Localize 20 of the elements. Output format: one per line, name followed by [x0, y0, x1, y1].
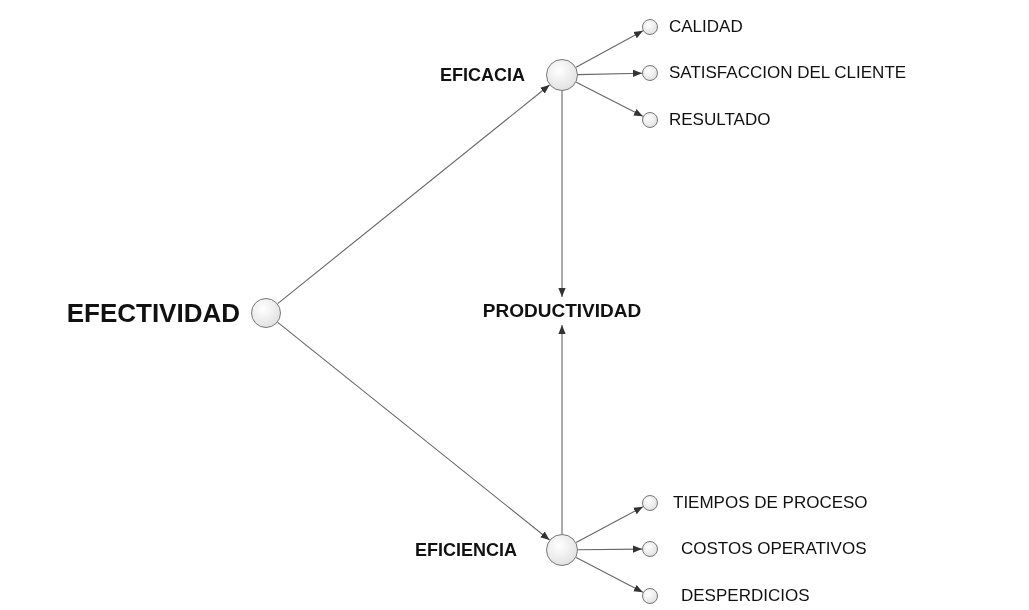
arrow	[277, 321, 551, 541]
arrow	[575, 81, 644, 117]
node-label: TIEMPOS DE PROCESO	[673, 493, 868, 513]
arrow	[577, 69, 643, 77]
arrow	[277, 84, 551, 305]
arrow	[575, 556, 644, 593]
arrow	[575, 506, 644, 543]
node-label: SATISFACCION DEL CLIENTE	[669, 63, 907, 83]
node-label: PRODUCTIVIDAD	[452, 297, 672, 325]
node-label: EFICACIA	[440, 64, 525, 86]
node-label: DESPERDICIOS	[681, 586, 810, 606]
arrow	[558, 324, 566, 535]
node-label: CALIDAD	[669, 17, 743, 37]
arrow	[558, 90, 566, 298]
arrow	[575, 30, 644, 68]
node-label: COSTOS OPERATIVOS	[681, 539, 867, 559]
node-label: RESULTADO	[669, 110, 771, 130]
node-label: EFICIENCIA	[415, 539, 517, 561]
arrow	[577, 545, 643, 553]
node-label: EFECTIVIDAD	[66, 297, 240, 329]
